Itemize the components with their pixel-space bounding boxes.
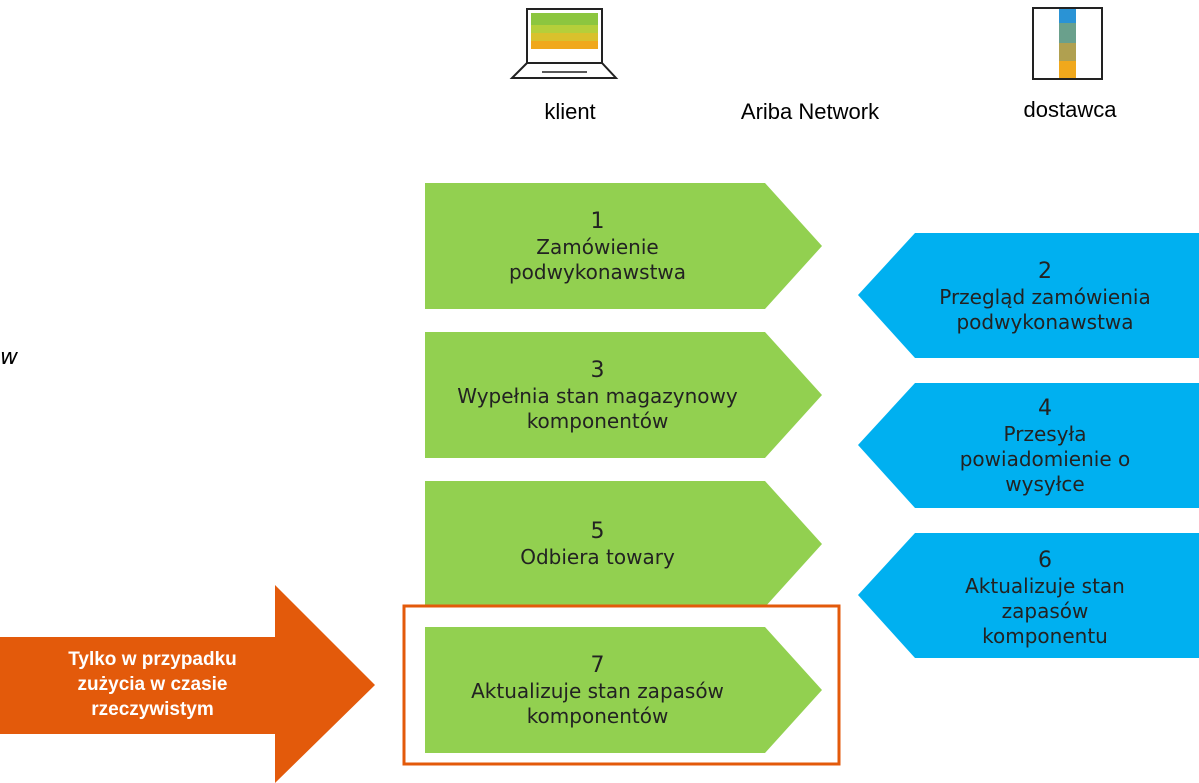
supplier-label: dostawca [1023,97,1117,122]
step-label-line: Przegląd zamówienia [939,284,1151,309]
step-6-arrow [858,533,1199,658]
step-label-line: Zamówienie [536,234,659,259]
step-number: 6 [1038,548,1052,573]
callout-line: Tylko w przypadku [68,649,237,670]
step-label-line: Przesyła [1003,422,1087,446]
step-label-line: zapasów [1001,599,1089,623]
callout-line: rzeczywistym [91,699,214,720]
step-label-line: komponentów [526,408,669,433]
step-number: 5 [590,519,605,544]
step-label-line: podwykonawstwa [508,259,687,284]
step-label-line: Aktualizuje stan [965,574,1125,598]
callout-line: zużycia w czasie [77,674,228,695]
callout-text: Tylko w przypadku zużycia w czasie rzecz… [30,647,275,722]
step-label-line: podwykonawstwa [956,309,1134,334]
step-7-highlight-frame [402,604,841,766]
step-3-arrow [425,332,822,458]
step-7-arrow [425,627,822,753]
step-number: 3 [590,357,605,383]
step-6-text: 6 Aktualizuje stan zapasów komponentu [915,535,1175,661]
building-icon [1032,7,1103,80]
step-number: 2 [1038,258,1052,284]
step-label-line: komponentów [526,703,669,728]
client-label: klient [544,99,596,124]
step-label-line: komponentu [982,624,1108,648]
step-4-arrow [858,383,1199,508]
laptop-icon [509,8,619,79]
step-2-text: 2 Przegląd zamówienia podwykonawstwa [915,238,1175,354]
step-2-arrow [858,233,1199,358]
step-1-text: 1 Zamówienie podwykonawstwa [425,188,770,304]
step-3-text: 3 Wypełnia stan magazynowy komponentów [425,337,770,453]
step-label-line: Odbiera towary [520,545,675,569]
step-number: 7 [590,652,605,678]
network-label: Ariba Network [740,99,880,124]
step-number: 1 [590,208,605,234]
callout-arrow [0,585,375,783]
step-label-line: Aktualizuje stan zapasów [471,678,724,703]
step-label-line: wysyłce [1005,472,1085,496]
step-1-arrow [425,183,822,309]
stray-letter: w [0,345,18,370]
step-number: 4 [1038,396,1052,421]
step-5-arrow [425,481,822,607]
step-5-text: 5 Odbiera towary [425,486,770,602]
step-4-text: 4 Przesyła powiadomienie o wysyłce [915,383,1175,509]
step-7-text: 7 Aktualizuje stan zapasów komponentów [425,632,770,748]
step-label-line: Wypełnia stan magazynowy [457,383,738,408]
step-label-line: powiadomienie o [959,447,1131,471]
